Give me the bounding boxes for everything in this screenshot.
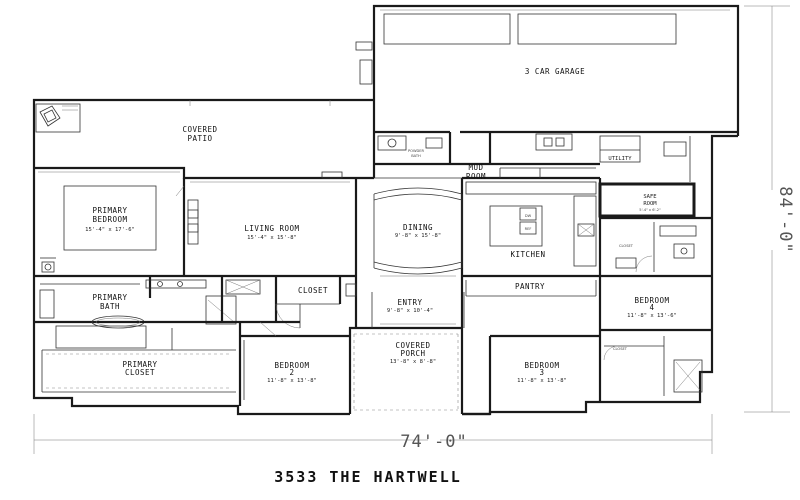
label-bedroom4: BEDROOM xyxy=(634,296,669,305)
label-primary-bedroom: PRIMARY xyxy=(92,206,127,215)
covered-patio xyxy=(32,98,374,168)
label-safe-2: ROOM xyxy=(643,201,657,207)
label-primary-bath: PRIMARY xyxy=(92,293,127,302)
garage xyxy=(355,4,740,136)
label-powder: POWDER xyxy=(408,149,425,153)
label-bedroom4-size: 11'-8" x 13'-6" xyxy=(627,313,677,319)
label-mud-2: ROOM xyxy=(466,172,486,181)
label-covered-patio: COVERED xyxy=(182,125,217,134)
label-dining-size: 9'-8" x 15'-8" xyxy=(395,233,441,239)
label-covered-porch-size: 13'-8" x 8'-8" xyxy=(390,359,436,365)
label-living-room: LIVING ROOM xyxy=(244,224,299,233)
label-bedroom2-num: 2 xyxy=(289,368,294,377)
label-bedroom2-size: 11'-8" x 13'-8" xyxy=(267,378,317,384)
label-covered-porch: COVERED xyxy=(395,341,430,350)
label-dw: DW xyxy=(525,214,532,218)
label-bedroom3-size: 11'-8" x 13'-8" xyxy=(517,378,567,384)
label-covered-patio-2: PATIO xyxy=(187,134,212,143)
label-garage: 3 CAR GARAGE xyxy=(525,67,585,76)
label-powder-2: BATH xyxy=(411,154,421,158)
width-dimension: 74'-0" xyxy=(400,432,467,452)
label-mud: MUD xyxy=(468,163,483,172)
depth-dimension: 84'-0" xyxy=(775,186,795,253)
label-covered-porch-2: PORCH xyxy=(400,349,425,358)
label-closet-hall: CLOSET xyxy=(298,286,328,295)
label-ref: REF xyxy=(525,227,532,231)
entry xyxy=(371,292,465,328)
label-pantry: PANTRY xyxy=(515,282,545,291)
label-entry-size: 9'-8" x 10'-4" xyxy=(387,308,433,314)
safe-room xyxy=(598,182,696,218)
bedroom-2 xyxy=(240,320,350,400)
label-safe-size: 5'-4" x 6'-2" xyxy=(639,208,661,212)
label-closet-utility: CLOSET xyxy=(619,244,634,248)
primary-bedroom xyxy=(34,171,199,278)
label-primary-closet: PRIMARY xyxy=(122,360,157,369)
label-utility: UTILITY xyxy=(608,156,632,162)
label-bedroom4-num: 4 xyxy=(649,303,654,312)
bedroom-3 xyxy=(488,330,703,414)
dining xyxy=(373,177,464,328)
bedroom-4 xyxy=(598,216,712,332)
covered-porch xyxy=(353,333,459,411)
plan-title: 3533 THE HARTWELL xyxy=(274,468,462,486)
label-primary-bath-2: BATH xyxy=(100,302,120,311)
label-safe: SAFE xyxy=(643,194,656,200)
label-entry: ENTRY xyxy=(397,298,422,307)
label-living-room-size: 15'-4" x 15'-8" xyxy=(247,235,297,241)
label-kitchen: KITCHEN xyxy=(510,250,545,259)
hall-closet-zone xyxy=(220,276,357,329)
primary-bath xyxy=(34,276,237,349)
living-room xyxy=(150,171,358,328)
label-primary-closet-2: CLOSET xyxy=(125,368,155,377)
mud-utility-zone xyxy=(374,132,691,182)
label-primary-bedroom-size: 15'-4" x 17'-6" xyxy=(85,227,135,233)
label-bedroom3-num: 3 xyxy=(539,368,544,377)
dimension-lines xyxy=(33,5,790,454)
label-closet-bed3: CLOSET xyxy=(613,347,628,351)
pantry xyxy=(462,274,600,297)
label-dining: DINING xyxy=(403,223,433,232)
label-bedroom2: BEDROOM xyxy=(274,361,309,370)
kitchen xyxy=(462,176,602,276)
label-primary-bedroom-2: BEDROOM xyxy=(92,215,127,224)
label-bedroom3: BEDROOM xyxy=(524,361,559,370)
